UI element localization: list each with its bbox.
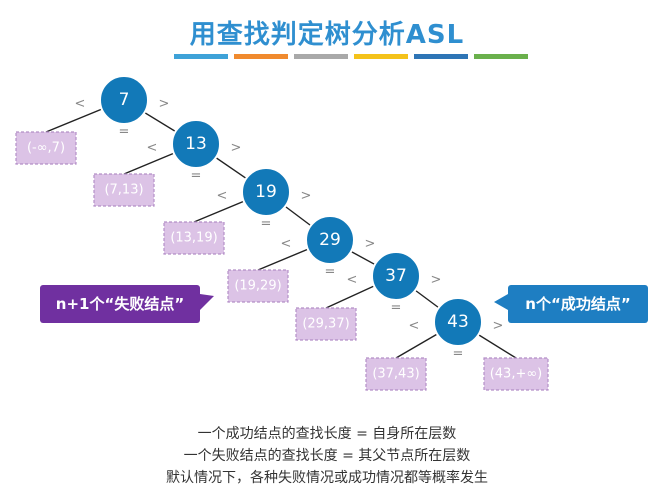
less-than-label: <: [281, 237, 292, 252]
success-node: [433, 297, 483, 347]
failure-callout-text: n+1个“失败结点”: [56, 295, 184, 313]
failure-leaf: [93, 173, 155, 207]
success-callout-text: n个“成功结点”: [525, 295, 630, 313]
greater-than-label: >: [159, 97, 170, 112]
greater-than-label: >: [301, 189, 312, 204]
color-bar-segment: [174, 54, 228, 59]
success-callout-pointer: [494, 294, 508, 310]
success-node: [99, 75, 149, 125]
note-line: 一个失败结点的查找长度 = 其父节点所在层数: [183, 448, 471, 464]
greater-than-label: >: [365, 237, 376, 252]
success-node-label: 7: [119, 90, 130, 110]
failure-leaf: [483, 357, 549, 391]
success-node: [371, 251, 421, 301]
note-line: 默认情况下，各种失败情况或成功情况都等概率发生: [166, 470, 488, 486]
equal-label: =: [453, 347, 464, 362]
success-node-label: 13: [185, 134, 207, 154]
notes: 一个成功结点的查找长度 = 自身所在层数 一个失败结点的查找长度 = 其父节点所…: [0, 423, 654, 489]
color-bar-segment: [294, 54, 348, 59]
failure-leaf-label: (37,43): [372, 367, 419, 382]
success-node-label: 43: [447, 312, 469, 332]
greater-than-label: >: [231, 141, 242, 156]
less-than-label: <: [347, 273, 358, 288]
success-node: [305, 215, 355, 265]
failure-leaf-label: (13,19): [170, 231, 217, 246]
failure-leaf-label: (19,29): [234, 279, 281, 294]
success-node-label: 37: [385, 266, 407, 286]
greater-than-label: >: [493, 319, 504, 334]
equal-label: =: [325, 265, 336, 280]
equal-label: =: [119, 125, 130, 140]
failure-leaf-label: (43,+∞): [490, 367, 543, 382]
failure-leaf-label: (-∞,7): [27, 141, 65, 156]
color-bar-segment: [414, 54, 468, 59]
success-node-label: 29: [319, 230, 341, 250]
title-color-bar: [174, 54, 528, 59]
success-node: [171, 119, 221, 169]
greater-than-label: >: [431, 273, 442, 288]
less-than-label: <: [147, 141, 158, 156]
less-than-label: <: [409, 319, 420, 334]
success-callout: [508, 285, 648, 323]
failure-leaf: [15, 131, 77, 165]
failure-leaf: [295, 307, 357, 341]
less-than-label: <: [75, 97, 86, 112]
equal-label: =: [391, 301, 402, 316]
color-bar-segment: [474, 54, 528, 59]
color-bar-segment: [354, 54, 408, 59]
less-than-label: <: [217, 189, 228, 204]
failure-leaf-label: (7,13): [104, 183, 143, 198]
failure-callout: [40, 285, 200, 323]
search-decision-tree: < > = < > = < > = < > = < > = < > = (-∞,7) (7,13) (13,19) (19…: [15, 75, 648, 391]
success-node: [241, 167, 291, 217]
success-node-label: 19: [255, 182, 277, 202]
color-bar-segment: [234, 54, 288, 59]
failure-leaf-label: (29,37): [302, 317, 349, 332]
failure-leaf: [227, 269, 289, 303]
failure-leaf: [163, 221, 225, 255]
equal-label: =: [261, 217, 272, 232]
equal-label: =: [191, 169, 202, 184]
failure-callout-pointer: [200, 294, 214, 310]
failure-leaf: [365, 357, 427, 391]
note-line: 一个成功结点的查找长度 = 自身所在层数: [197, 426, 457, 442]
page-title: 用查找判定树分析ASL: [189, 20, 465, 50]
